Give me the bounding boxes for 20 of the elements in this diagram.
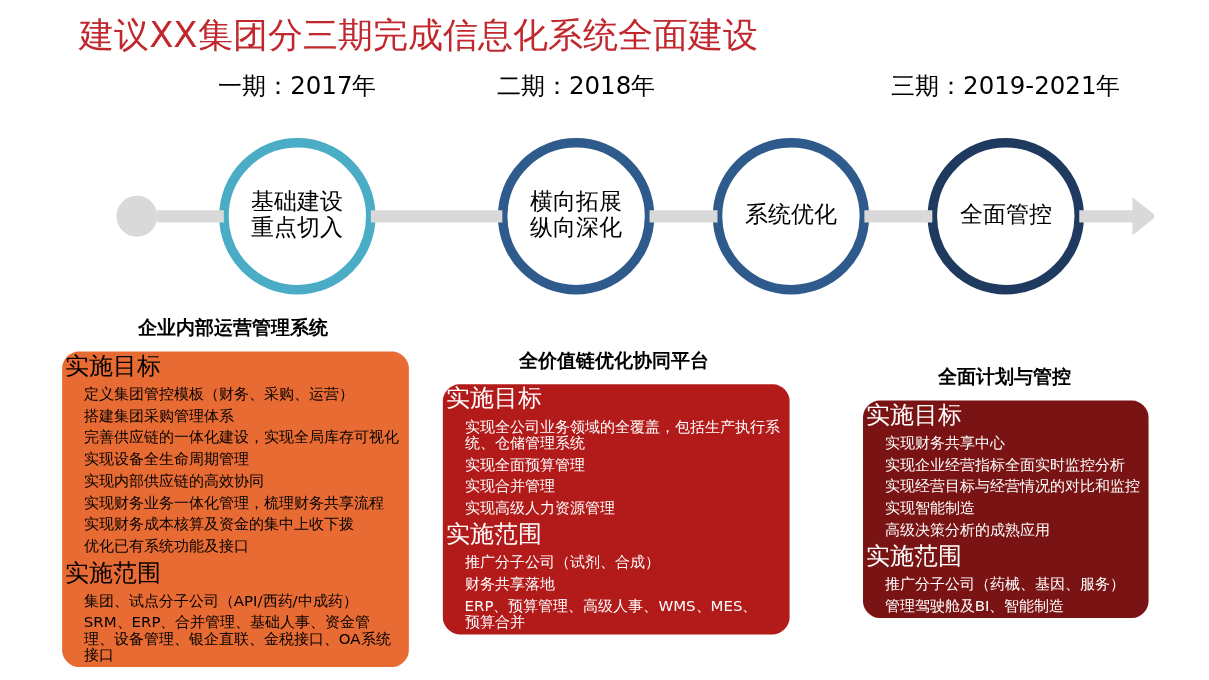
label: 二期：2018年 (496, 71, 655, 101)
node-box: 实施目标 实现财务共享中心 实现企业经营指标全面实时监控分析 实现经营目标与经营情况的对比和监控 实现智能制造 高级决策分析的成熟应用 实施范围 推广分子公司（药械、基因、服务） 管理驾驶舱及BI、智能制造 (862, 400, 1149, 619)
connector (649, 210, 717, 223)
node-label: 企业内部运营管理系统 (137, 316, 328, 339)
node-circle: 全面管控 (927, 138, 1084, 295)
connector (156, 210, 224, 223)
label: 三期：2019-2021年 (890, 71, 1120, 101)
node-circle: 基础建设重点切入 (218, 138, 376, 295)
node-label: 全面计划与管控 (937, 365, 1071, 388)
node-circle: 系统优化 (712, 138, 869, 295)
connector (370, 210, 502, 223)
label: 一期：2017年 (217, 71, 376, 101)
node-box: 实施目标 定义集团管控模板（财务、采购、运营） 搭建集团采购管理体系 完善供应链的一体化建设，实现全局库存可视化 实现设备全生命周期管理 实现内部供应链的高效协同 实现财务业务一体化管理，梳理财务共享流程 实现财务成本核算及资金的集中上收下拨 优化已有系统功能及接口 实施范围 集团、试点分子公司（API/西药/中成药） SRM、ERP、合并管理、基础人事、资金管理、设备管理、银企直联、金税接口、OA系统接口 (61, 351, 409, 667)
diagram-title: 建议XX集团分三期完成信息化系统全面建设 (78, 14, 758, 56)
node-label: 全价值链优化协同平台 (518, 348, 709, 371)
node-box: 实施目标 实现全公司业务领域的全覆盖，包括生产执行系统、仓储管理系统 实现全面预算管理 实现合并管理 实现高级人力资源管理 实施范围 推广分子公司（试剂、合成） 财务共享落地 ERP、预算管理、高级人事、WMS、MES、预算合并 (442, 384, 790, 635)
node-circle: 横向拓展纵向深化 (497, 138, 654, 295)
arrow (1078, 197, 1154, 236)
connector (863, 210, 932, 223)
node-circle (116, 195, 157, 237)
